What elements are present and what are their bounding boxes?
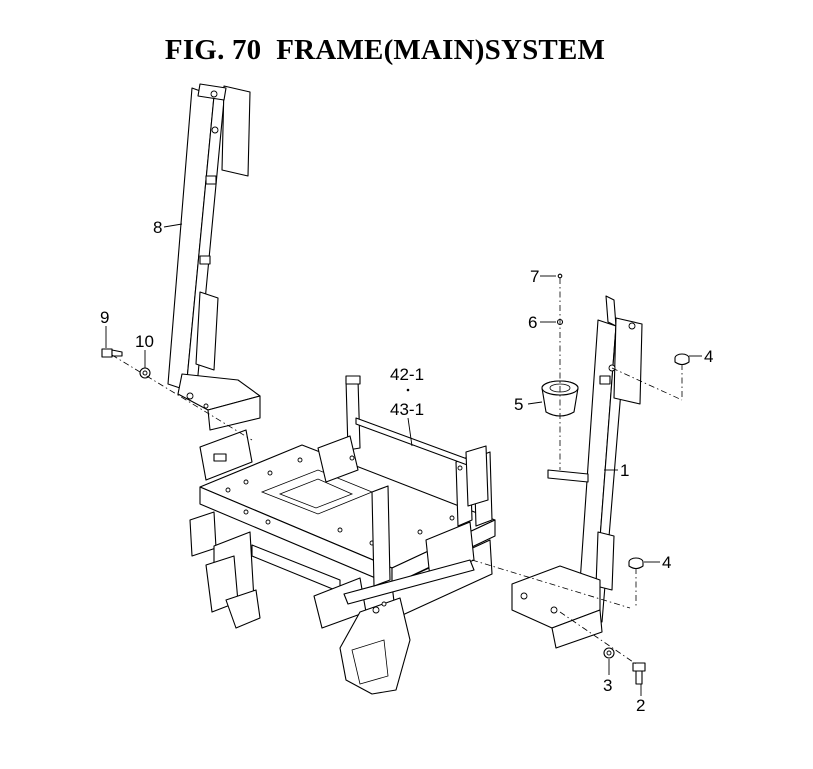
nut-part-10 [139,367,151,379]
bolt-part-2 [632,662,646,685]
leader-lines [105,223,702,696]
callout-10: 10 [135,332,154,351]
bolt-part-9 [101,348,123,358]
figure-title: FIG. 70 FRAME(MAIN)SYSTEM [164,34,606,66]
callout-4-upper: 4 [704,347,713,366]
callout-42-1: 42-1 [390,365,424,384]
nut-part-3 [603,647,615,659]
callout-1: 1 [620,461,629,480]
main-frame [189,375,496,695]
assembly-centerlines [111,278,683,665]
callout-3: 3 [603,676,612,695]
callout-2: 2 [636,696,645,715]
callout-5: 5 [514,395,523,414]
callout-8: 8 [153,218,162,237]
cap-part-4-upper [674,353,690,366]
callout-6: 6 [528,313,537,332]
right-rops-post [511,295,643,649]
pin-part-7 [557,273,563,279]
callout-7: 7 [530,267,539,286]
callout-dot [406,388,410,392]
callout-43-1: 43-1 [390,400,424,419]
callout-4-lower: 4 [662,553,671,572]
callout-9: 9 [100,308,109,327]
cap-part-4-lower [628,557,644,570]
callout-labels: 8 9 10 42-1 43-1 7 6 5 4 1 4 3 2 [100,218,713,715]
left-rops-post [167,83,261,431]
